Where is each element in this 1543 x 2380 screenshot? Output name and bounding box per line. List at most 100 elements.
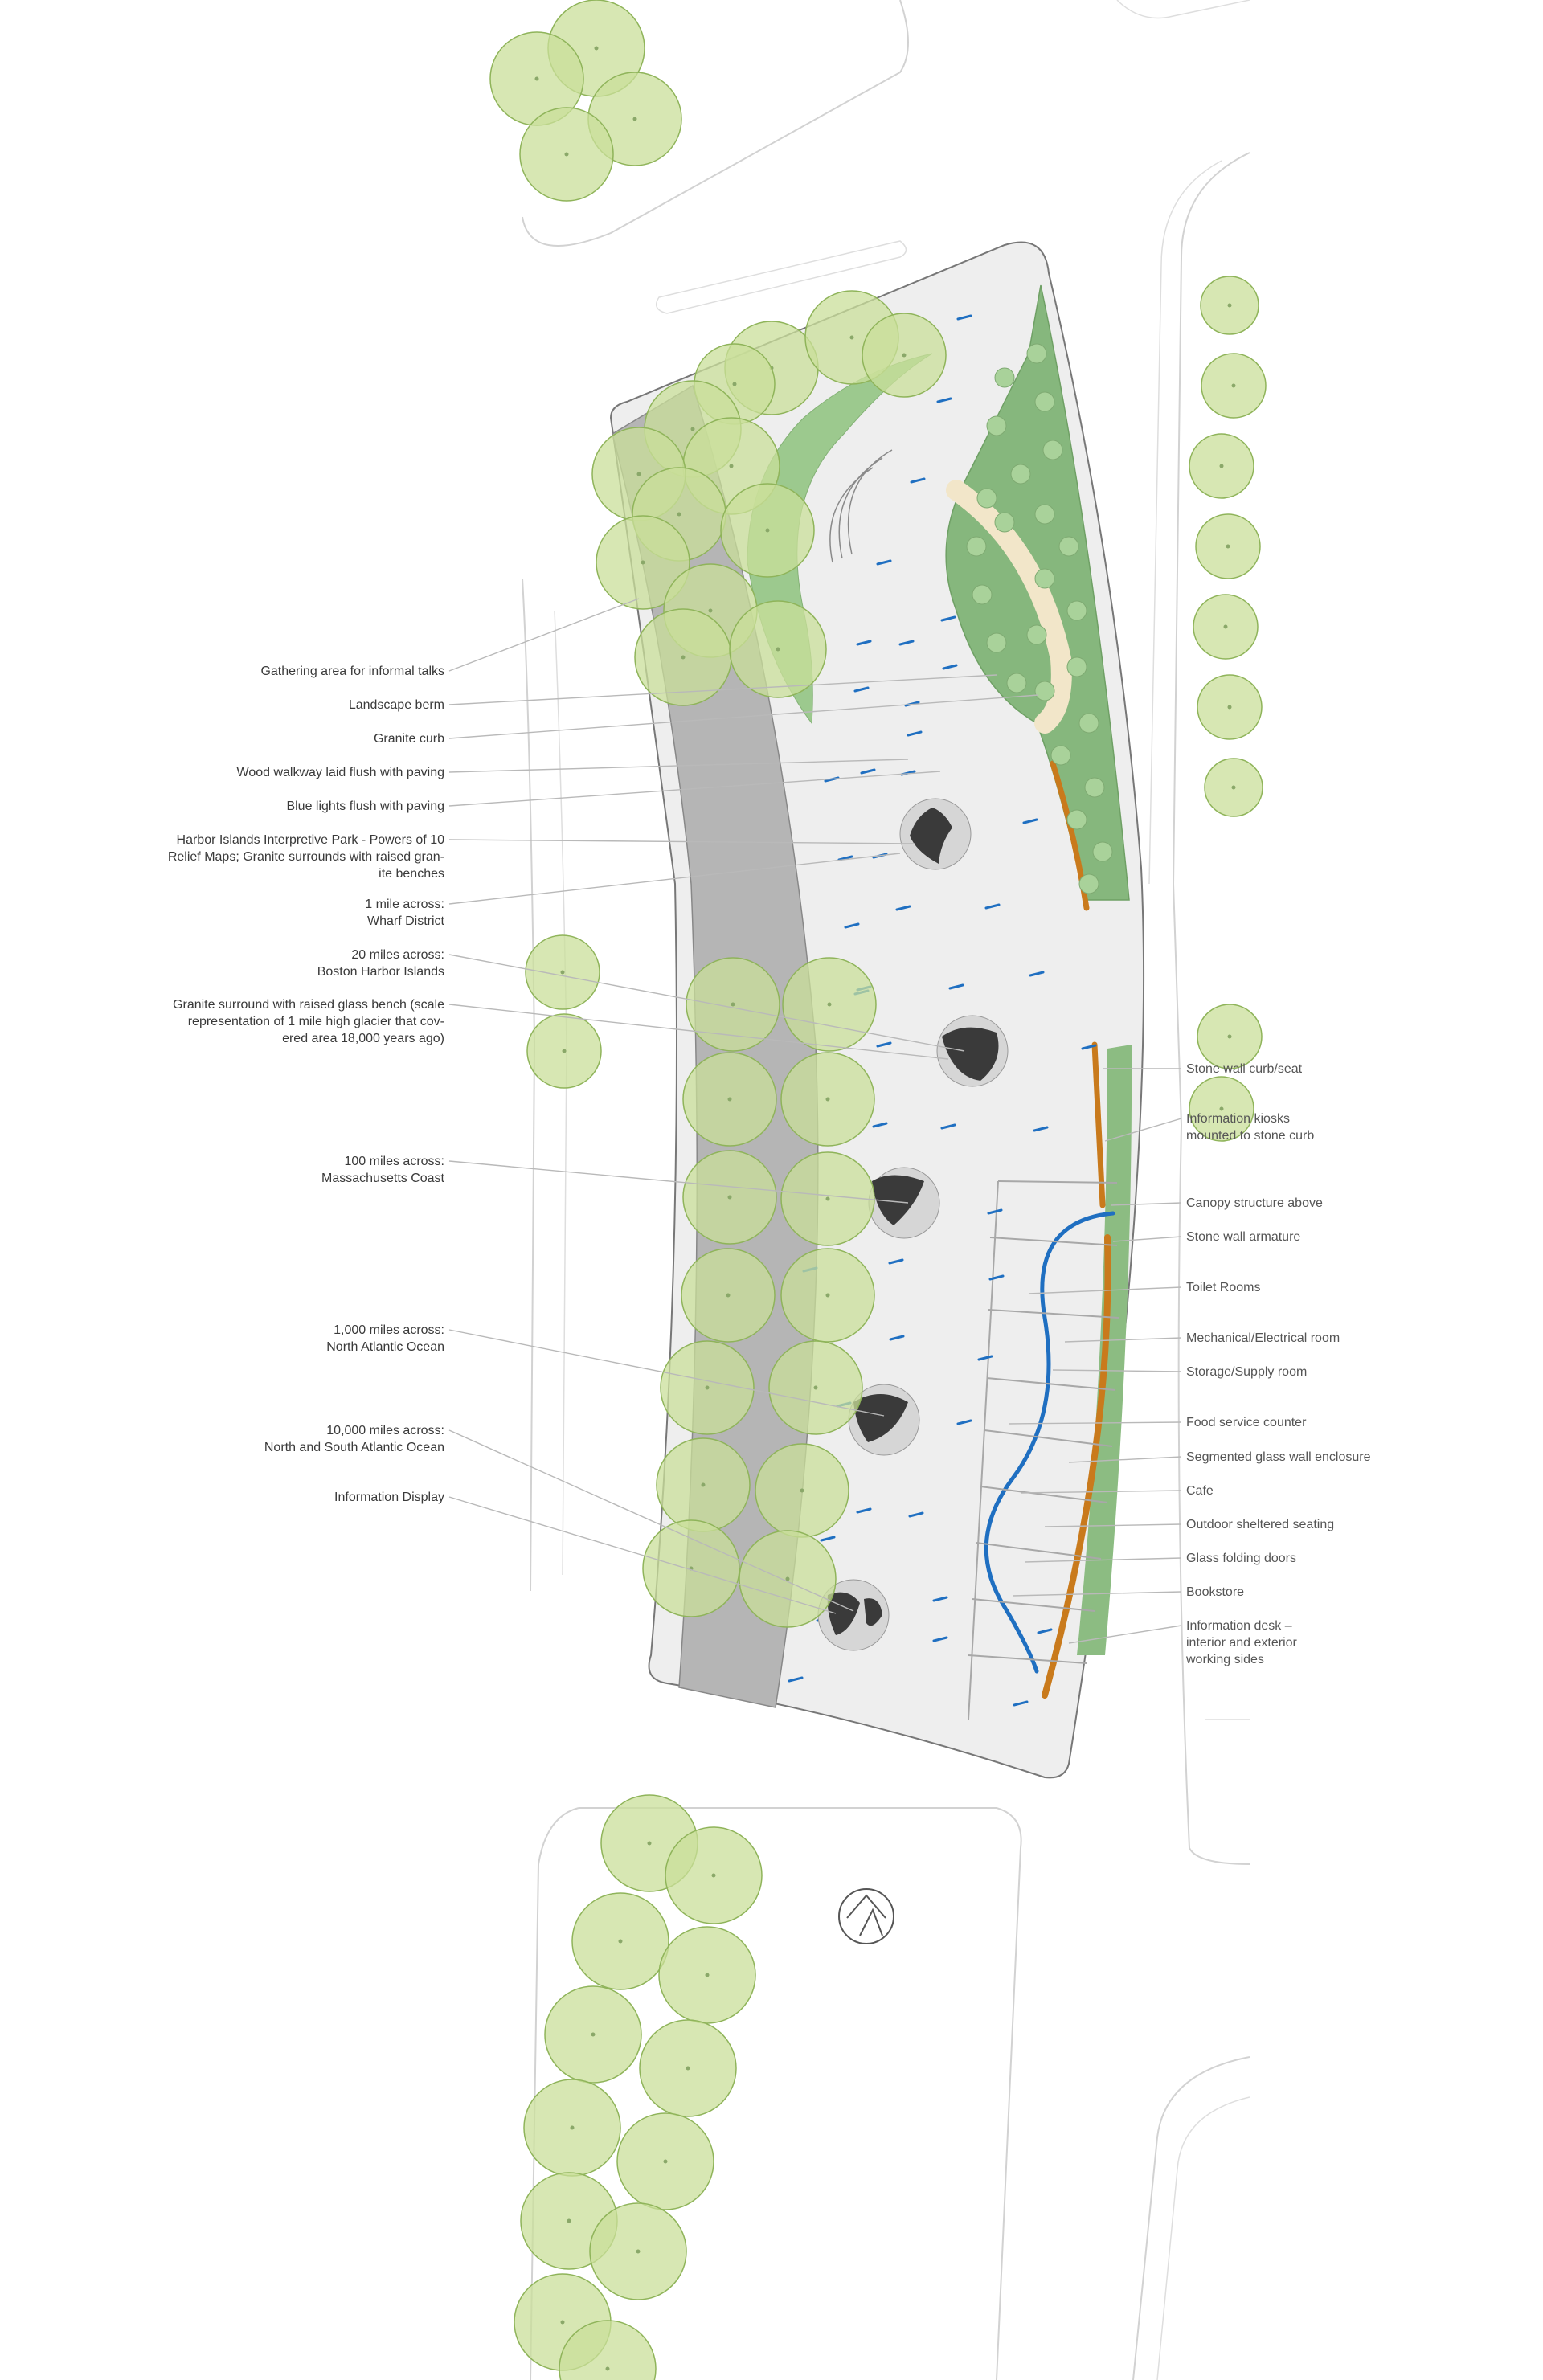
leader-line (1052, 1369, 1182, 1372)
north-arrow-icon (838, 1888, 894, 1944)
blue-light (977, 1355, 993, 1361)
tree-trunk-dot (726, 1293, 731, 1298)
tree-trunk-dot (1219, 464, 1224, 468)
blue-light (1081, 1044, 1097, 1050)
tree-trunk-dot (647, 1841, 652, 1846)
leader-line (448, 771, 941, 807)
tree-trunk-dot (800, 1488, 804, 1493)
shrub (994, 367, 1015, 388)
tree-trunk-dot (727, 1097, 732, 1102)
tree-trunk-dot (562, 1049, 567, 1053)
blue-lights (788, 314, 1097, 1707)
leader-line (448, 598, 640, 672)
tree-trunk-dot (825, 1097, 830, 1102)
tree-trunk-dot (1227, 1034, 1232, 1039)
blue-light (837, 855, 853, 861)
tree-trunk-dot (636, 472, 641, 476)
shrub (1034, 504, 1055, 525)
tree-trunk-dot (560, 970, 565, 975)
labels-left: Gathering area for informal talksLandsca… (168, 665, 445, 1504)
callout-label-left: 20 miles across:Boston Harbor Islands (317, 948, 444, 979)
leader-line (1008, 1421, 1182, 1425)
callout-label-right: Stone wall armature (1186, 1230, 1300, 1244)
canopy-beam (989, 1237, 1118, 1246)
leader-line (448, 954, 965, 1052)
leader-line (448, 674, 997, 705)
tree-trunk-dot (849, 335, 854, 340)
blue-light (936, 397, 952, 403)
blue-light (860, 768, 876, 775)
tree-trunk-dot (825, 1196, 830, 1201)
shrub (1084, 777, 1105, 798)
leader-line (1068, 1456, 1182, 1463)
callout-label-left: Harbor Islands Interpretive Park - Power… (168, 833, 444, 881)
tree-trunk-dot (560, 2320, 565, 2325)
tree-trunk-dot (1227, 705, 1232, 710)
canopy-beam (972, 1598, 1095, 1612)
gathering-arcs (829, 449, 893, 563)
blue-light (942, 664, 958, 670)
leader-line (1044, 1523, 1182, 1527)
tree-trunk-dot (567, 2218, 571, 2223)
blue-light (987, 1208, 1003, 1215)
tree-trunk-dot (765, 528, 770, 533)
callout-label-right: Bookstore (1186, 1585, 1244, 1599)
blue-light (907, 730, 923, 737)
tree-trunk-dot (731, 1002, 735, 1007)
shrub (986, 632, 1007, 653)
tree-trunk-dot (632, 117, 637, 121)
glass-wall-enclosure (984, 1211, 1115, 1674)
shrub (1042, 440, 1063, 460)
callout-label-left: Wood walkway laid flush with paving (237, 766, 445, 779)
blue-light (940, 1123, 956, 1130)
callout-label-right: Stone wall curb/seat (1186, 1062, 1303, 1076)
tree-trunk-dot (1219, 1106, 1224, 1111)
tree-trunk-dot (663, 2159, 668, 2164)
blue-light (788, 1676, 804, 1683)
blue-light (1013, 1700, 1029, 1707)
tree-trunk-dot (681, 655, 686, 660)
blue-light (898, 640, 915, 646)
wood-walkway-arc (946, 480, 1072, 734)
blue-light (888, 1258, 904, 1265)
shrub (1058, 536, 1079, 557)
tree-trunk-dot (825, 1293, 830, 1298)
leader-line (1112, 1236, 1182, 1242)
tree-trunk-dot (605, 2366, 610, 2371)
tree-trunk-dot (1231, 383, 1236, 388)
relief-maps (817, 798, 1009, 1651)
leader-lines-left (448, 598, 1039, 1614)
tree-trunk-dot (594, 46, 599, 51)
tree-trunk-dot (827, 1002, 832, 1007)
callout-label-left: Granite curb (374, 732, 444, 746)
callout-label-right: Canopy structure above (1186, 1196, 1323, 1210)
leader-line (1012, 1591, 1182, 1597)
callout-label-left: Blue lights flush with paving (286, 799, 444, 813)
blue-light (872, 1122, 888, 1128)
shrub (1050, 745, 1071, 766)
tree-trunk-dot (711, 1873, 716, 1878)
canopy-beam (997, 1180, 1118, 1184)
callout-label-right: Food service counter (1186, 1416, 1307, 1429)
tree-trunk-dot (776, 647, 780, 652)
tree-trunk-dot (729, 464, 734, 468)
tree-trunk-dot (591, 2032, 596, 2037)
blue-light (853, 686, 870, 693)
map-1000-miles (848, 1384, 920, 1456)
blue-light (910, 477, 926, 484)
blue-light (844, 922, 860, 929)
shrub (1006, 673, 1027, 693)
tree-trunk-dot (690, 427, 695, 431)
shrub (1078, 713, 1099, 734)
blue-light (889, 1335, 905, 1341)
blue-light (932, 1636, 948, 1642)
leader-line (1020, 1490, 1182, 1494)
callout-label-right: Mechanical/Electrical room (1186, 1331, 1340, 1345)
shrub (994, 512, 1015, 533)
callout-label-left: Landscape berm (349, 698, 444, 712)
leader-line (448, 1160, 909, 1204)
canopy-beam (986, 1377, 1116, 1391)
blue-light (984, 903, 1001, 910)
stone-wall-armature (1042, 1234, 1111, 1699)
